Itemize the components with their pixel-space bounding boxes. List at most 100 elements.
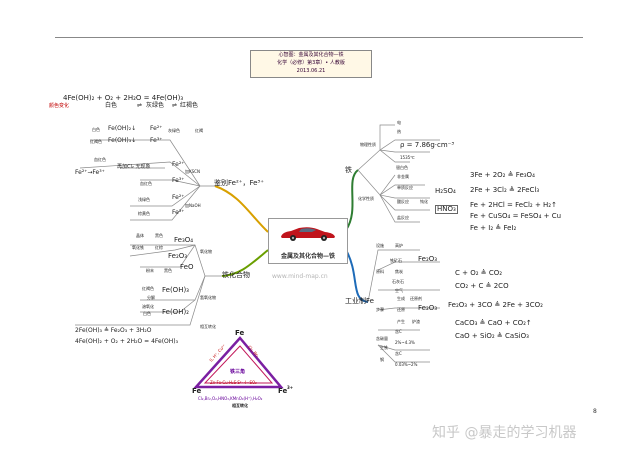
industry-item-2: 高炉 — [395, 243, 403, 248]
arrow-2: ⇌ — [172, 102, 178, 109]
compound-eq-2: 4Fe(OH)₂ + O₂ + 2H₂O = 4Fe(OH)₃ — [75, 338, 179, 345]
iron-eq-3: Fe + 2HCl = FeCl₂ + H₂↑ — [470, 201, 557, 209]
hydroxide-1-color: 红褐色 — [142, 286, 154, 291]
center-label: 金属及其化合物—铁 — [280, 253, 335, 260]
industry-item-14: 含碳量 — [376, 336, 388, 341]
ion-row6-left: 棕黄色 — [138, 211, 150, 216]
industry-item-18: 0.03%~2% — [395, 362, 418, 367]
industry-item-13: 炉渣 — [412, 319, 420, 324]
industry-item-6: 石灰石 — [392, 279, 404, 284]
title-box: 心智图：金属及其化合物—铁 化学（必修）第3章）• 人教版 2013.06.21 — [250, 50, 372, 78]
physical-1: 电 — [397, 120, 401, 125]
ion-row1-left: 白色 — [92, 127, 100, 132]
acid-hno3: HNO₃ — [435, 205, 458, 214]
triangle-bottom-reagents: Cl₂,Br₂,O₂,HNO₃,KMnO₄(H⁺),H₂O₂ — [198, 396, 263, 401]
industry-item-9: 生成 — [397, 296, 405, 301]
ion-row1-right: 灰绿色 — [168, 128, 180, 133]
ion-row1-formula: Fe(OH)₂↓ — [108, 125, 137, 132]
ion-row1-ion: Fe²⁺ — [150, 125, 163, 132]
industry-eq-5: CaO + SiO₂ ≜ CaSiO₃ — [455, 332, 529, 340]
title-line-1: 心智图：金属及其化合物—铁 — [278, 52, 344, 58]
physical-4: 1535℃ — [400, 155, 415, 160]
oxide-2-name: 氧化铁 — [132, 245, 144, 250]
hydroxide-1-sub: 分解 — [147, 295, 155, 300]
chemical-4: 钝化 — [420, 199, 428, 204]
conversion-label: 相互转化 — [200, 324, 216, 329]
industry-item-7: 空气 — [395, 288, 403, 293]
oxide-1-color: 黑色 — [155, 233, 163, 238]
physical-label: 物理性质 — [360, 142, 376, 147]
ion-row3-left: 血红色 — [94, 157, 106, 162]
oxide-1-formula: Fe₃O₄ — [174, 236, 194, 244]
industry-formula-2: Fe₂O₃ — [418, 304, 438, 312]
industry-item-5: 焦炭 — [395, 269, 403, 274]
industry-item-8: 步骤 — [376, 307, 384, 312]
title-line-3: 2013.06.21 — [296, 68, 326, 74]
industry-eq-4: CaCO₃ ≜ CaO + CO₂↑ — [455, 319, 532, 327]
chemical-label: 化学性质 — [358, 196, 374, 201]
title-line-2: 化学（必修）第3章）• 人教版 — [277, 60, 345, 66]
color-change-label: 颜色变化 — [49, 103, 70, 109]
chemical-5: 盐反应 — [397, 215, 409, 220]
physical-2: 热 — [397, 129, 401, 134]
hydroxide-1-formula: Fe(OH)₃ — [162, 286, 189, 294]
industry-item-12: 产生 — [397, 319, 405, 324]
hydroxide-2-formula: Fe(OH)₂ — [162, 308, 189, 316]
top-rule — [55, 37, 583, 38]
color-red-brown: 红褐色 — [180, 102, 199, 109]
site-watermark: www.mind-map.cn — [272, 273, 328, 280]
hydroxide-2-color: 白色 — [143, 311, 151, 316]
industry-eq-2: CO₂ + C ≜ 2CO — [455, 282, 509, 290]
oxide-3-formula: FeO — [180, 263, 194, 271]
ion-row1-right2: 红褐 — [195, 128, 203, 133]
iron-eq-5: Fe + I₂ ≜ FeI₂ — [470, 224, 517, 232]
industry-item-17: 含C — [395, 351, 402, 356]
oxides-label: 氧化物 — [200, 249, 212, 254]
color-white: 白色 — [105, 102, 118, 109]
acid-h2so4: H₂SO₄ — [435, 187, 456, 195]
oxide-2-color: 红棕 — [155, 245, 163, 250]
triangle-bottom-right-sup: 3+ — [287, 385, 294, 390]
ion-row2-formula: Fe(OH)₃↓ — [108, 137, 137, 144]
industry-item-10: 还原剂 — [410, 296, 422, 301]
industry-item-1: 设施 — [376, 243, 384, 248]
page-number: 8 — [593, 408, 597, 415]
hydroxide-oxidation-equation: 4Fe(OH)₂ + O₂ + 2H₂O = 4Fe(OH)₃ — [63, 94, 184, 102]
ion-row4-sub: 血红色 — [140, 181, 152, 186]
industry-eq-3: Fe₂O₃ + 3CO ≜ 2Fe + 3CO₂ — [448, 301, 543, 309]
triangle-caption: 相互转化 — [232, 403, 248, 408]
industry-item-4: 铁矿石 — [390, 258, 402, 263]
oxide-3-color: 黑色 — [164, 268, 172, 273]
industry-eq-1: C + O₂ ≜ CO₂ — [455, 269, 503, 277]
physical-5: 银白色 — [396, 165, 408, 170]
ion-row4-left: Fe²⁺→Fe³⁺ — [75, 169, 105, 176]
iron-eq-4: Fe + CuSO₄ = FeSO₄ + Cu — [470, 212, 562, 220]
oxide-1-name: 晶体 — [136, 233, 144, 238]
triangle-top-fe: Fe — [235, 329, 245, 337]
ion-branch-title: 鉴别Fe²⁺，Fe³⁺ — [214, 179, 264, 187]
industry-item-16: 2%~4.3% — [395, 340, 415, 345]
ion-row6-ion: Fe³⁺ — [172, 209, 185, 216]
center-node: 金属及其化合物—铁 — [268, 218, 348, 264]
hydroxide-label: 氢氧化物 — [200, 295, 216, 300]
triangle-bottom-right-fe: Fe — [278, 387, 288, 395]
industry-item-19: 生铁 — [380, 345, 388, 350]
ion-row5-left: 浅绿色 — [138, 197, 150, 202]
ion-row2-left: 红褐色 — [90, 139, 102, 144]
ion-row5-reagent: 加NaOH — [185, 203, 201, 208]
iron-branch-title: 铁 — [345, 166, 352, 174]
triangle-middle-label: 铁三角 — [230, 369, 246, 375]
ion-row3-formula: 再加Cl₂ 无现象 — [117, 164, 151, 170]
industry-item-20: 钢 — [380, 357, 384, 362]
ion-row5-ion: Fe²⁺ — [172, 194, 185, 201]
red-car-icon — [281, 227, 335, 241]
oxide-2-formula: Fe₂O₃ — [168, 252, 188, 260]
oxide-3-name: 粉末 — [146, 268, 154, 273]
industry-item-15: 含C — [395, 329, 402, 334]
industry-item-11: 还原 — [397, 307, 405, 312]
zhihu-watermark: 知乎 @暴走的学习机器 — [432, 425, 577, 441]
triangle-bottom-side: Zn·Fe·Cu·H₂S·S²⁻·I⁻·SO₂ — [210, 380, 257, 385]
iron-eq-2: 2Fe + 3Cl₂ ≜ 2FeCl₃ — [470, 186, 540, 194]
hydroxide-2-sub: 溶氧化 — [142, 304, 154, 309]
